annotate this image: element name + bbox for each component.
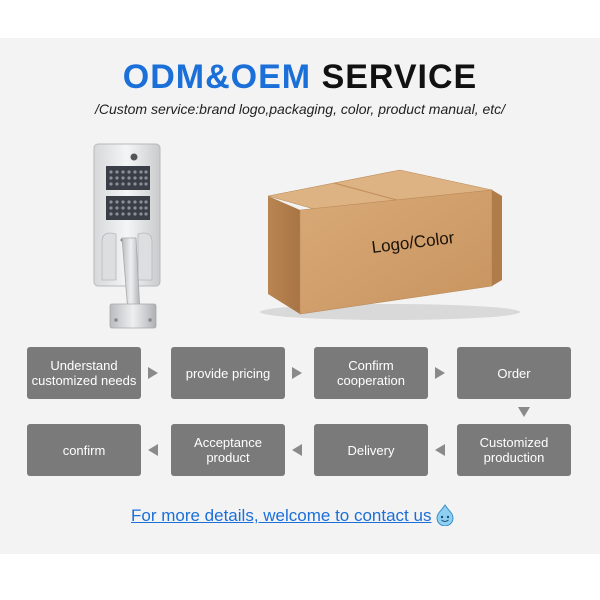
title-service: SERVICE (321, 58, 478, 96)
arrow-right-icon (292, 367, 302, 379)
step-delivery: Delivery (314, 424, 428, 476)
step-acceptance-product: Acceptance product (171, 424, 285, 476)
step-confirm: confirm (27, 424, 141, 476)
page-subtitle: /Custom service:brand logo,packaging, co… (94, 101, 506, 117)
arrow-right-icon (148, 367, 158, 379)
smiley-drop-icon[interactable] (434, 504, 456, 526)
street-light-image (93, 143, 161, 329)
contact-link[interactable]: For more details, welcome to contact us (131, 506, 432, 525)
arrow-left-icon (435, 444, 445, 456)
step-order: Order (457, 347, 571, 399)
title-odm-oem: ODM&OEM (122, 58, 312, 96)
step-provide-pricing: provide pricing (171, 347, 285, 399)
arrow-down-icon (518, 407, 530, 417)
step-customized-production: Customized production (457, 424, 571, 476)
step-confirm-cooperation: Confirm cooperation (314, 347, 428, 399)
arrow-left-icon (292, 444, 302, 456)
arrow-left-icon (148, 444, 158, 456)
cardboard-box-image (260, 169, 520, 320)
page-title: ODM&OEM SERVICE (0, 57, 600, 97)
step-understand-needs: Understand customized needs (27, 347, 141, 399)
arrow-right-icon (435, 367, 445, 379)
